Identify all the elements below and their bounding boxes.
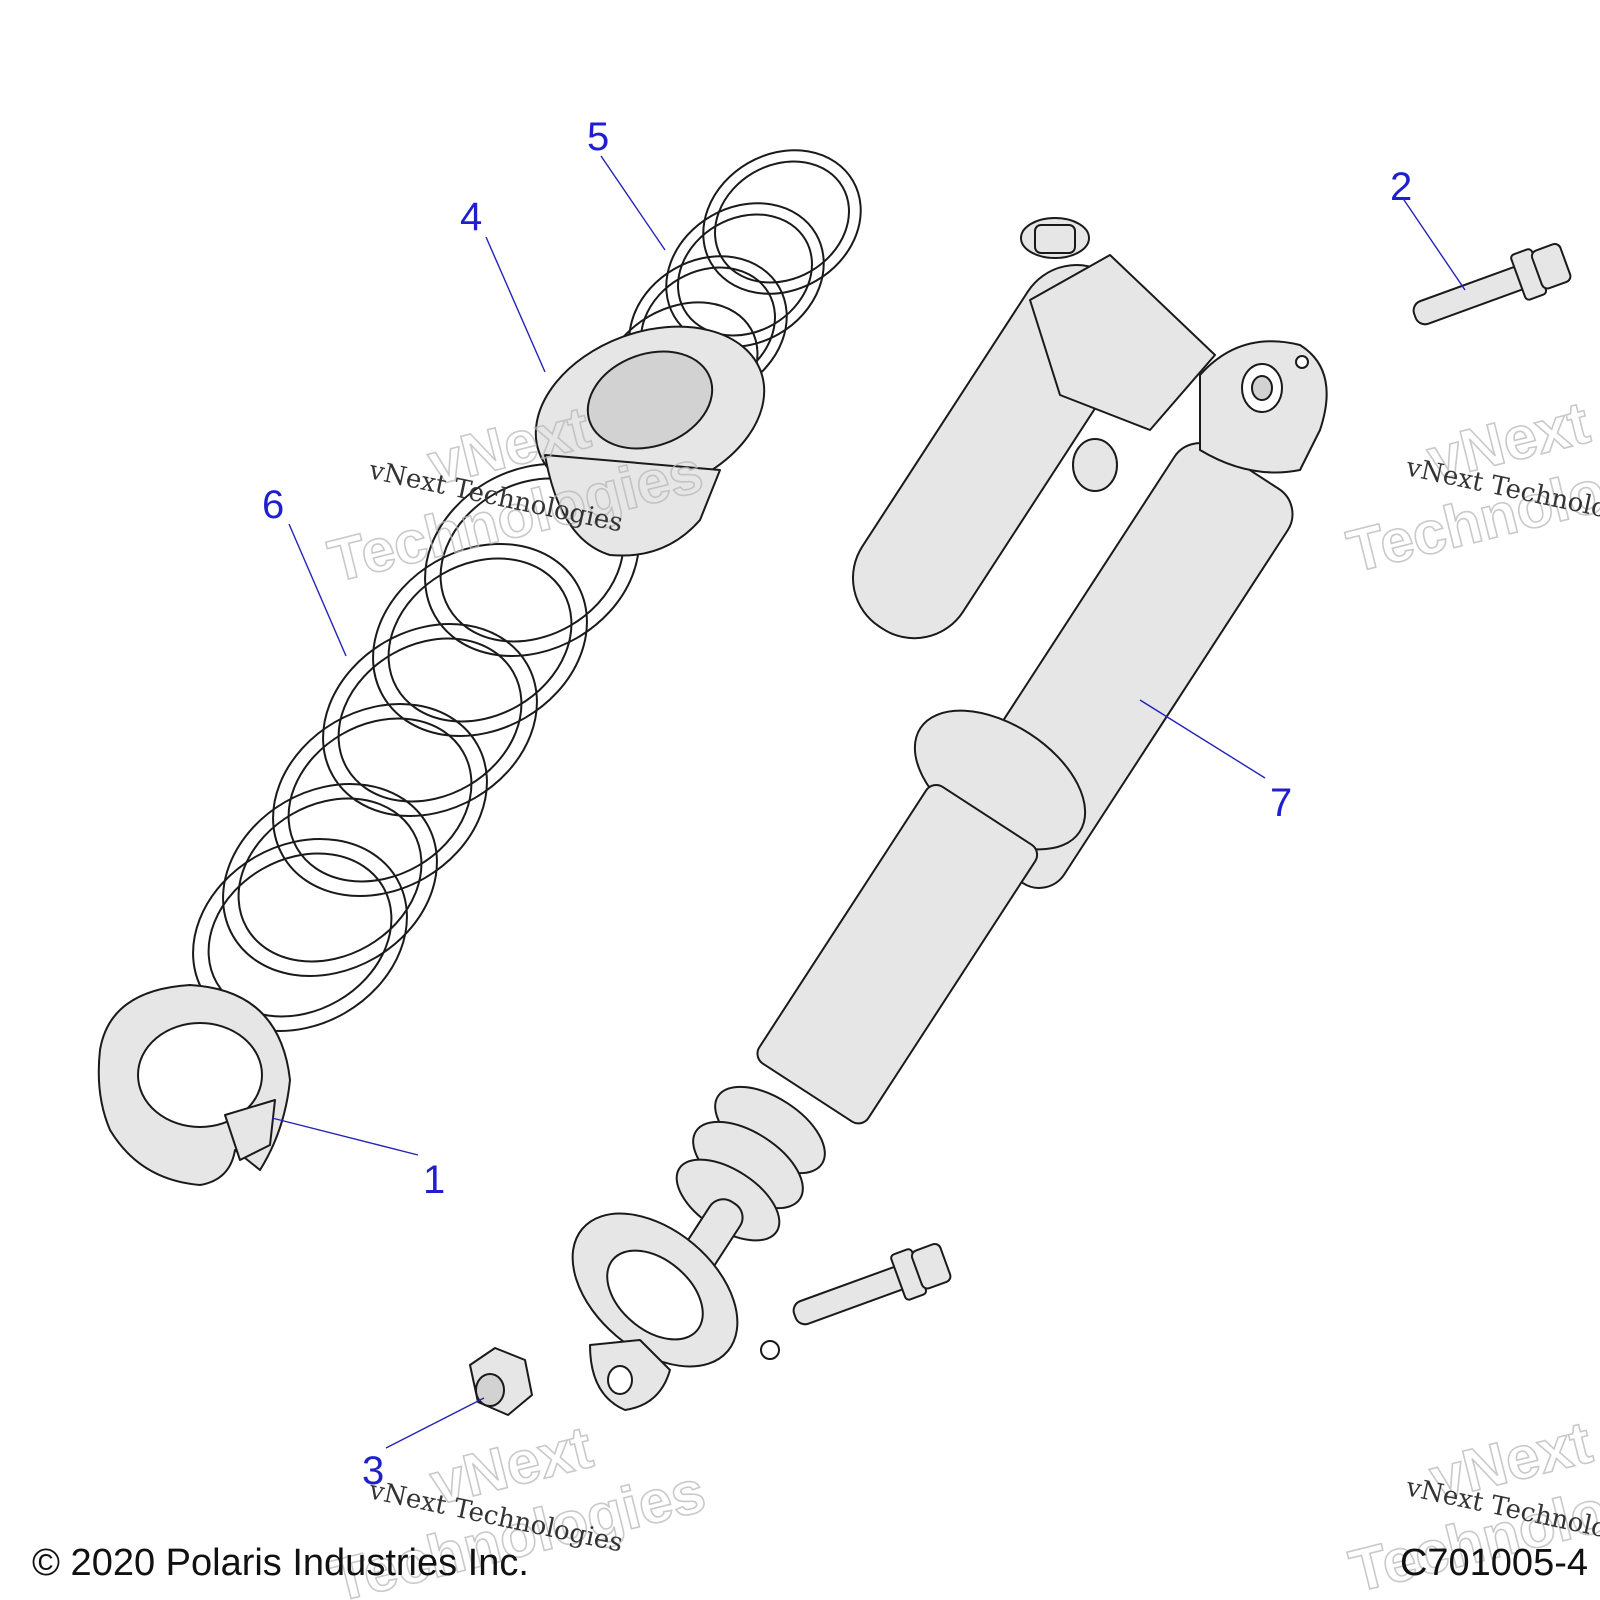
copyright-text: © 2020 Polaris Industries Inc. (32, 1542, 529, 1584)
leader-6 (288, 523, 347, 657)
leader-4 (485, 236, 546, 373)
callout-6: 6 (262, 483, 284, 527)
leader-2 (1401, 196, 1466, 291)
callout-2: 2 (1390, 165, 1412, 209)
spring-retainer (97, 984, 291, 1186)
flange-nut (469, 1347, 533, 1416)
callout-1: 1 (423, 1158, 445, 1202)
leader-5 (600, 155, 666, 251)
callout-4: 4 (460, 195, 482, 239)
leader-1 (271, 1117, 419, 1156)
diagram-code: C701005-4 (1400, 1542, 1588, 1584)
leader-7 (1139, 699, 1266, 779)
callout-5: 5 (587, 115, 609, 159)
main-spring (192, 463, 640, 1032)
callout-3: 3 (362, 1449, 384, 1493)
upper-bolt (1412, 242, 1572, 326)
leader-lines (271, 155, 1466, 1449)
callout-7: 7 (1270, 781, 1292, 825)
callout-labels: 1 2 3 4 5 6 7 (262, 115, 1412, 1493)
leader-3 (385, 1397, 485, 1449)
spring-adapter (534, 325, 766, 557)
shock-absorber (571, 217, 1328, 1411)
lower-bolt (792, 1242, 952, 1326)
